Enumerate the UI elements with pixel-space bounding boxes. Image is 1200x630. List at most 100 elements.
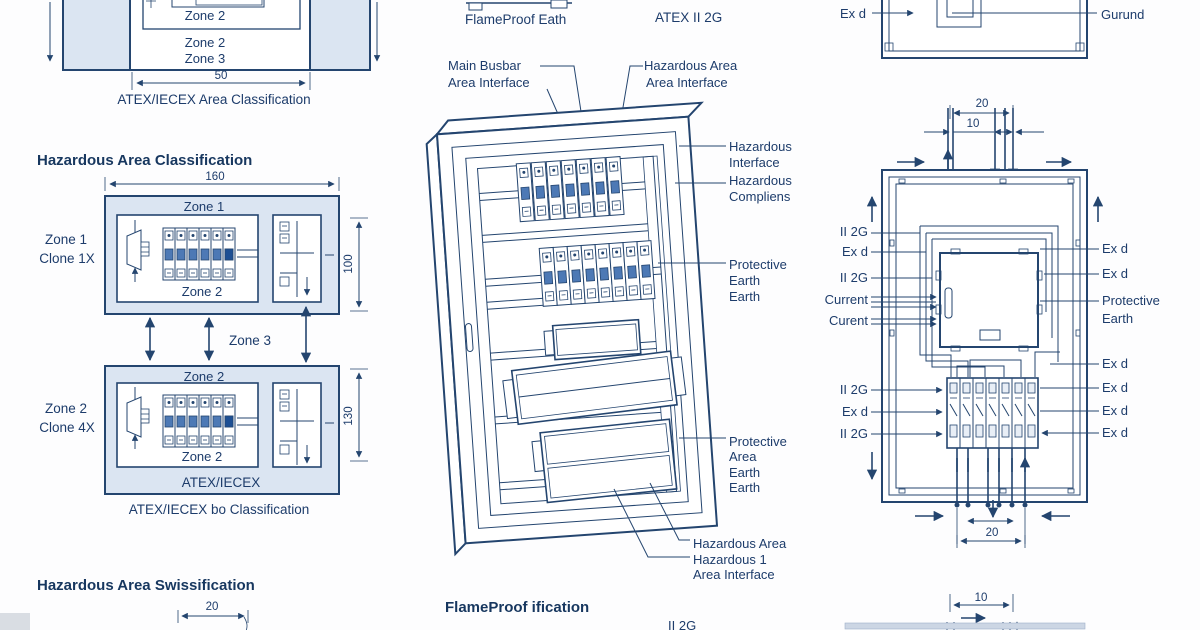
panel-side-label: Clone 4X — [39, 420, 95, 435]
rating-label: Ex d — [1102, 403, 1128, 418]
rating-label: Curent — [829, 313, 868, 328]
cabinet-top-labels: FlameProof Eath ATEX II 2G Main Busbar A… — [448, 0, 738, 132]
busbar-lines — [237, 249, 258, 258]
panel-breaker-row — [946, 351, 1060, 449]
panel-side-label: Zone 2 — [45, 401, 87, 416]
callout-text: Area Interface — [693, 567, 775, 582]
zone3-flow-arrows: Zone 3 — [144, 305, 312, 364]
dimension-value: 10 — [967, 118, 980, 130]
zone-label: Zone 3 — [185, 51, 225, 66]
inner-junction-box — [939, 252, 1039, 348]
rating-label: Ex d — [1102, 425, 1128, 440]
callout-text: Hazardous — [729, 173, 792, 188]
callout-text: Area Interface — [448, 75, 530, 90]
breaker-row — [162, 394, 236, 448]
callout-text: Protective — [729, 434, 787, 449]
flameproof-label: FlameProof Eath — [465, 12, 566, 27]
panel-side-label: Zone 1 — [45, 232, 87, 247]
bottom-left-dimension: 20 — [177, 601, 249, 630]
cabinet-callouts: Hazardous Interface Hazardous Compliens … — [613, 139, 792, 582]
rating-label: Ex d — [1102, 380, 1128, 395]
dimension-value: 20 — [976, 98, 989, 110]
zone-label: Zone 3 — [229, 333, 271, 348]
zone-label: Zone 2 — [182, 449, 222, 464]
panel-wiring — [871, 225, 1099, 377]
section-heading: Hazardous Area Classification — [37, 152, 252, 169]
panel-footer-label: ATEX/IECEX — [182, 475, 261, 490]
callout-text: Area — [729, 449, 757, 464]
hinge-strip — [642, 155, 681, 493]
rating-label: II 2G — [840, 224, 868, 239]
dimension-value: 20 — [206, 601, 219, 613]
dimension-value: 50 — [215, 70, 228, 82]
rating-label: II 2G — [840, 426, 868, 441]
rating-label: Ex d — [842, 244, 868, 259]
rating-label: Ex d — [1102, 356, 1128, 371]
dimension-value: 130 — [343, 406, 355, 425]
diagram-caption: ATEX/IECEX Area Classification — [117, 92, 310, 107]
flameproof-enclosure-top: Ex d Gurund — [840, 0, 1144, 59]
rating-label: Protective — [1102, 293, 1160, 308]
callout-text: Earth — [729, 273, 760, 288]
callout-text: Hazardous Area — [693, 536, 787, 551]
rating-label: II 2G — [840, 270, 868, 285]
rating-label: Ex d — [1102, 241, 1128, 256]
callout-text: Earth — [729, 465, 760, 480]
top-dimensions: 20 10 — [924, 98, 1044, 136]
zone-label: Zone 2 — [185, 35, 225, 50]
callout-text: Earth — [729, 289, 760, 304]
section-heading: FlameProof ification — [445, 599, 589, 616]
dimension-value: 100 — [343, 254, 355, 273]
section-heading: Hazardous Area Swissification — [37, 577, 255, 594]
rating-label: Ex d — [842, 404, 868, 419]
diagram-caption: ATEX/IECEX bo Classification — [129, 502, 310, 517]
callout-text: Interface — [729, 155, 780, 170]
busbar-lines — [237, 417, 258, 426]
atex-rating-label: ATEX II 2G — [655, 10, 722, 25]
callout-text: Main Busbar — [448, 58, 522, 73]
partial-label: II 2G — [668, 618, 696, 630]
ex-d-label: Ex d — [840, 6, 866, 21]
corner-artifact — [0, 613, 30, 630]
flameproof-panel — [866, 156, 1104, 503]
breaker-row — [162, 227, 236, 281]
callout-text: Earth — [729, 480, 760, 495]
callout-text: Protective — [729, 257, 787, 272]
zone-label: Zone 2 — [182, 284, 222, 299]
callout-leader — [540, 65, 585, 132]
callout-text: Hazardous 1 — [693, 552, 767, 567]
door-handle — [464, 323, 474, 353]
rating-label: II 2G — [840, 382, 868, 397]
panel-labels-upper: II 2G Ex d II 2G Current Curent Ex d Ex … — [825, 224, 1160, 328]
callout-text: Area Interface — [646, 75, 728, 90]
callout-text: Compliens — [729, 189, 791, 204]
atex-top-diagram: Zone 2 Zone 2 Zone 3 50 ATEX/IECEX Area … — [46, 0, 381, 107]
zone-label: Zone 2 — [184, 369, 224, 384]
bottom-dimensions: 20 10 — [844, 508, 1086, 630]
dimension-value: 160 — [205, 171, 224, 183]
junction-box-handle — [944, 287, 953, 319]
cabinet-breaker-row-2 — [485, 239, 662, 307]
dimension-value: 10 — [975, 592, 988, 604]
distribution-cabinet — [425, 101, 719, 557]
callout-text: Hazardous Area — [644, 58, 738, 73]
small-symbol — [146, 0, 156, 8]
rating-label: Ex d — [1102, 266, 1128, 281]
terminal-strip-bottom — [531, 418, 678, 504]
rating-label: Earth — [1102, 311, 1133, 326]
bottom-bar — [844, 622, 1086, 630]
zone-label: Zone 2 — [185, 8, 225, 23]
panel-labels-lower: II 2G Ex d II 2G Ex d Ex d Ex d Ex d — [840, 356, 1128, 441]
terminal-strip-small — [543, 318, 642, 361]
dimension-value: 20 — [986, 527, 999, 539]
terminal-strip-long — [502, 350, 687, 426]
panel-side-label: Clone 1X — [39, 251, 95, 266]
zone1-panel: 160 Zone 1 Zone 2 100 Zone 1 Clone 1X — [39, 171, 368, 315]
cabinet-breaker-row-1 — [479, 155, 646, 223]
ground-label: Gurund — [1101, 7, 1144, 22]
zone-label: Zone 1 — [184, 199, 224, 214]
callout-text: Hazardous — [729, 139, 792, 154]
zone2-panel: Zone 2 Zone 2 ATEX/IECEX 130 Zone 2 Clon… — [39, 365, 368, 517]
